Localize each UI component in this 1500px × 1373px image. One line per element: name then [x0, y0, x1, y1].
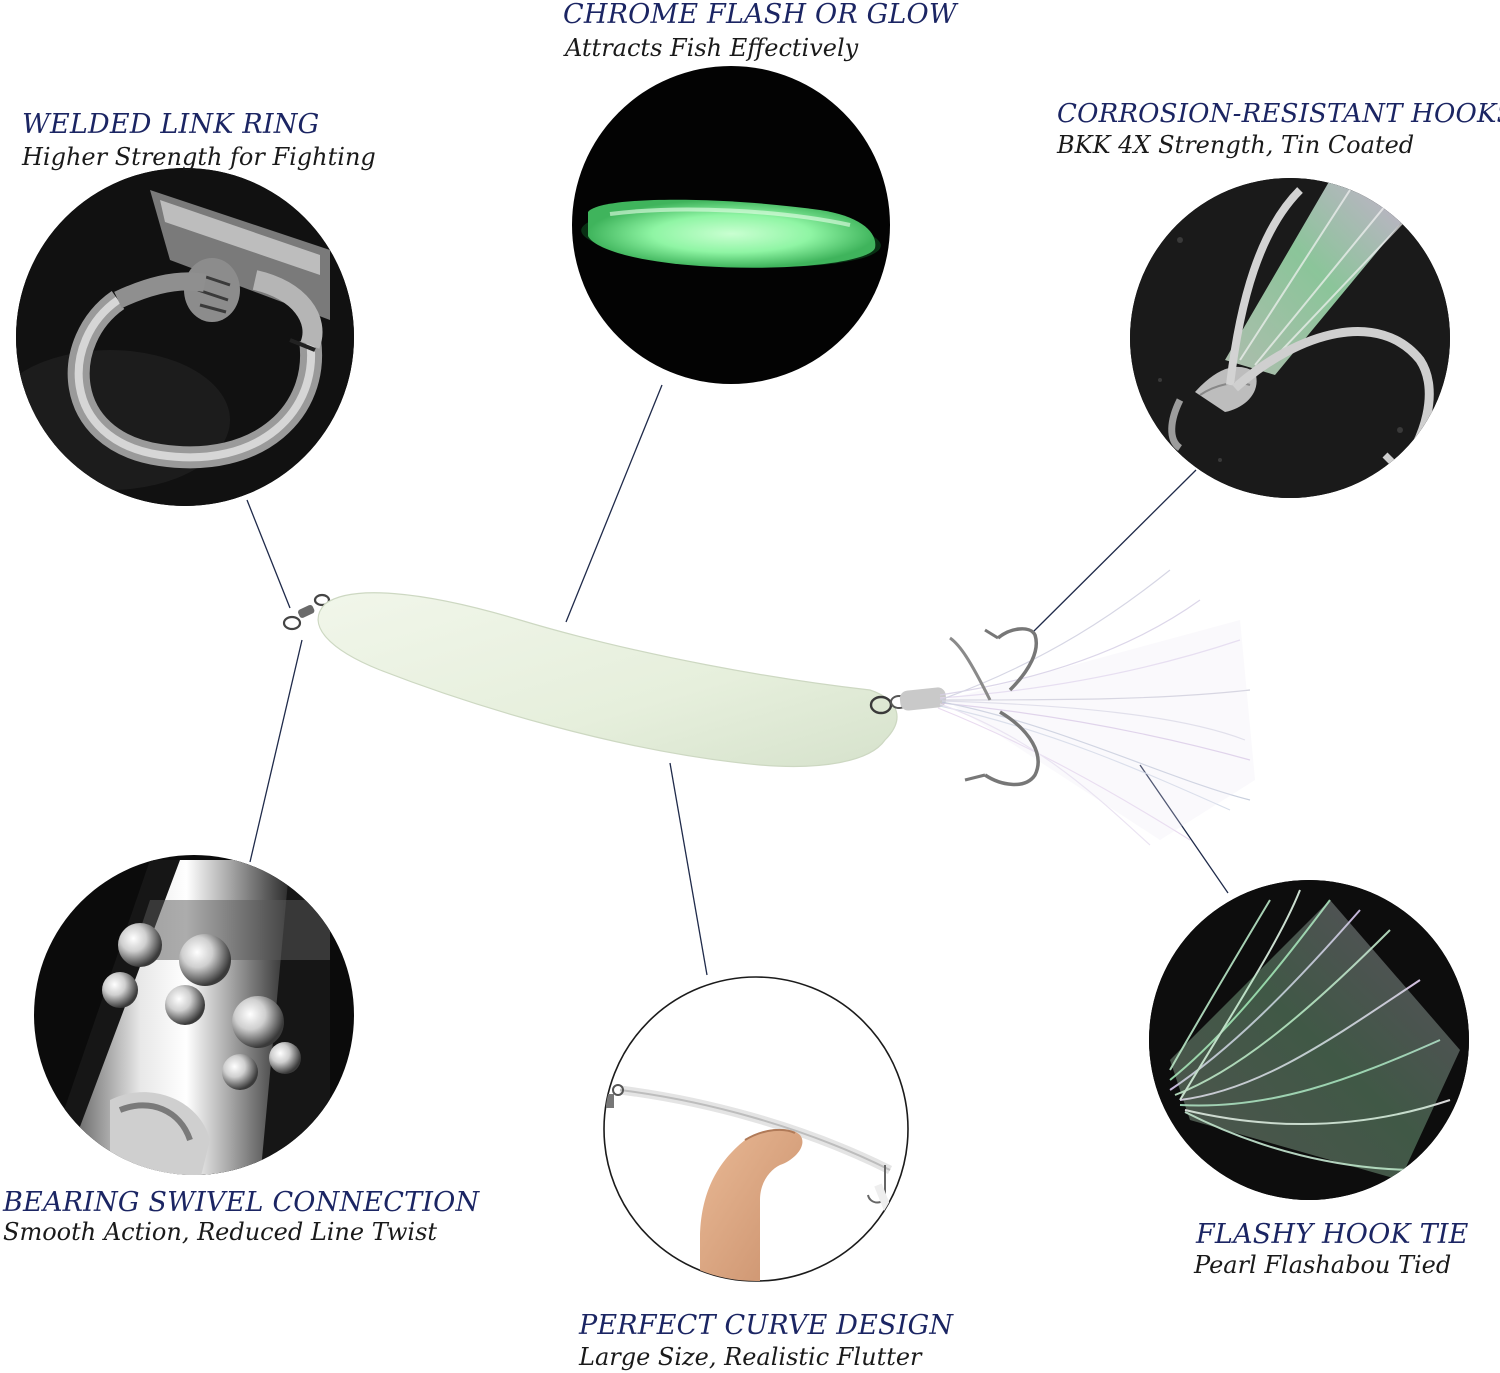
curve-demo-photo: [603, 976, 909, 1282]
leader-line-hooks: [1031, 469, 1197, 634]
hook-tie-subtitle: Pearl Flashabou Tied: [1194, 1251, 1452, 1279]
treble-hook-photo: [1130, 178, 1450, 498]
leader-line-glow: [565, 384, 663, 623]
hook-tie-title: FLASHY HOOK TIE: [1196, 1219, 1469, 1250]
leader-lines: [246, 384, 1229, 976]
swivel-title: BEARING SWIVEL CONNECTION: [3, 1187, 480, 1218]
welded-ring-title: WELDED LINK RING: [22, 109, 320, 140]
chrome-flash-title: CHROME FLASH OR GLOW: [563, 0, 957, 30]
leader-line-curve: [669, 762, 708, 976]
leader-line-tie: [1139, 764, 1229, 894]
flashabou-photo: [1149, 880, 1469, 1200]
bearing-swivel-photo: [34, 855, 354, 1175]
hooks-subtitle: BKK 4X Strength, Tin Coated: [1057, 131, 1415, 159]
curve-subtitle: Large Size, Realistic Flutter: [579, 1343, 922, 1371]
main-lure-product: [282, 569, 1255, 846]
chrome-flash-subtitle: Attracts Fish Effectively: [565, 34, 859, 62]
welded-ring-subtitle: Higher Strength for Fighting: [22, 143, 376, 171]
leader-line-ring: [246, 499, 291, 609]
welded-ring-photo: [16, 168, 354, 506]
hooks-title: CORROSION-RESISTANT HOOKS: [1057, 99, 1500, 129]
glow-spoon-photo: [572, 66, 890, 384]
swivel-subtitle: Smooth Action, Reduced Line Twist: [3, 1218, 438, 1246]
leader-line-swivel: [249, 639, 303, 863]
curve-title: PERFECT CURVE DESIGN: [579, 1310, 954, 1341]
